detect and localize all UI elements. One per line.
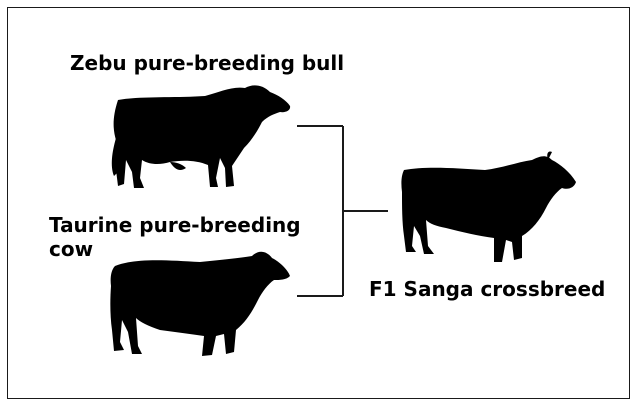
cow-label-line-2: cow [49,238,93,260]
cross-connector [297,126,388,296]
taurine-cow-silhouette-icon [110,252,290,356]
cow-label-line-1: Taurine pure-breeding [49,214,301,236]
bull-label: Zebu pure-breeding bull [70,52,344,74]
zebu-bull-silhouette-icon [112,85,290,188]
sanga-crossbreed-silhouette-icon [401,151,576,262]
offspring-label: F1 Sanga crossbreed [369,278,605,300]
